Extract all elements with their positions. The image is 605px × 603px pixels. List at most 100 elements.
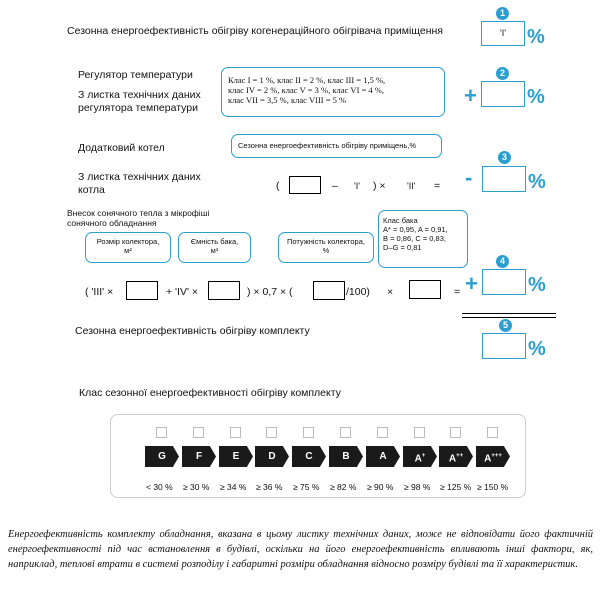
class-arrow-9: A+++: [476, 446, 510, 467]
ref-i-3: 'I': [354, 181, 360, 191]
tank-class-line-2: B = 0,86, C = 0,83,: [383, 234, 446, 243]
class-arrow-1: F: [182, 446, 216, 467]
class-label-4: C: [305, 451, 313, 462]
class-sup-8: ++: [456, 453, 464, 459]
step-1-badge: 1: [496, 7, 509, 20]
formula-open: ( 'III' ×: [85, 286, 114, 298]
class-threshold-4: ≥ 75 %: [293, 482, 320, 492]
formula-div: /100): [346, 286, 370, 298]
minus-op-3: –: [332, 180, 338, 192]
value-box-5[interactable]: [482, 333, 526, 359]
class-checkbox-7[interactable]: [414, 427, 425, 438]
collector-power-line-2: %: [322, 246, 330, 255]
boiler-datasheet-label: З листка технічних даних: [78, 171, 201, 183]
class-label-1: F: [195, 451, 203, 462]
class-arrow-6: A: [366, 446, 400, 467]
collector-size-line-2: м²: [124, 246, 132, 255]
classes-line-3: клас VII = 3,5 %, клас VIII = 5 %: [228, 95, 347, 105]
class-checkbox-9[interactable]: [487, 427, 498, 438]
class-label-9: A: [484, 453, 492, 465]
class-checkbox-4[interactable]: [303, 427, 314, 438]
ref-ii-3: 'II': [407, 181, 416, 191]
step-3-badge: 3: [498, 151, 511, 164]
class-arrow-7: A+: [403, 446, 437, 467]
class-threshold-5: ≥ 82 %: [330, 482, 357, 492]
class-arrow-5: B: [329, 446, 363, 467]
class-threshold-2: ≥ 34 %: [220, 482, 247, 492]
value-box-3[interactable]: [482, 166, 526, 192]
minus-3: -: [465, 165, 473, 190]
class-label-2: E: [232, 451, 240, 462]
percent-4: %: [528, 274, 546, 296]
percent-1: %: [527, 26, 545, 48]
formula-times: ×: [387, 286, 394, 298]
divider-bottom: [462, 317, 556, 318]
boiler-label: котла: [78, 184, 105, 196]
tank-class-line-1: A* = 0,95, A = 0,91,: [383, 225, 448, 234]
package-efficiency-title: Сезонна енергоефективність обігріву комп…: [75, 325, 310, 337]
collector-size-input[interactable]: [126, 281, 158, 300]
close-times-3: ) ×: [373, 180, 386, 192]
tank-class-line-3: D–G = 0,81: [383, 243, 422, 252]
regulator-classes-callout: Клас I = 1 %, клас II = 2 %, клас III = …: [221, 67, 445, 117]
class-label-6: A: [379, 451, 387, 462]
class-threshold-6: ≥ 90 %: [367, 482, 394, 492]
collector-power-input[interactable]: [313, 281, 345, 300]
tank-class-callout: Клас бака A* = 0,95, A = 0,91, B = 0,86,…: [378, 210, 468, 268]
class-arrow-3: D: [255, 446, 289, 467]
collector-power-line-1: Потужність колектора,: [287, 237, 365, 246]
class-checkbox-3[interactable]: [266, 427, 277, 438]
divider-top: [462, 313, 556, 314]
class-arrow-2: E: [219, 446, 253, 467]
equals-3: =: [434, 180, 441, 192]
temp-regulator-label: Регулятор температури: [78, 69, 193, 81]
tank-class-input[interactable]: [409, 280, 441, 299]
value-box-4[interactable]: [482, 269, 526, 295]
step-2-badge: 2: [496, 67, 509, 80]
boiler-efficiency-text: Сезонна енергоефективність обігріву прим…: [238, 141, 417, 150]
formula-equals: =: [454, 286, 461, 298]
tank-volume-line-2: м³: [210, 246, 219, 255]
value-1-label: 'I': [500, 28, 506, 38]
class-checkbox-1[interactable]: [193, 427, 204, 438]
collector-size-line-1: Розмір колектора,: [96, 237, 160, 246]
class-label-5: B: [342, 451, 350, 462]
percent-5: %: [528, 338, 546, 360]
tank-volume-line-1: Ємність бака,: [190, 237, 239, 246]
paren-open-3: (: [276, 180, 280, 192]
aux-boiler-label: Додатковий котел: [78, 142, 165, 154]
from-datasheet-label: З листка технічних даних: [78, 89, 201, 101]
value-box-2[interactable]: [481, 81, 525, 107]
percent-3: %: [528, 171, 546, 193]
boiler-efficiency-input[interactable]: [289, 176, 321, 194]
value-box-1: 'I': [481, 21, 525, 46]
formula-plus-iv: + 'IV' ×: [166, 286, 199, 298]
tank-volume-callout: Ємність бака, м³: [178, 232, 251, 263]
class-label-8: A: [448, 453, 457, 465]
footnote-text: Енергоефективність комплекту обладнання,…: [8, 529, 593, 570]
class-threshold-9: ≥ 150 %: [477, 482, 509, 492]
seasonal-efficiency-title: Сезонна енергоефективність обігріву коге…: [67, 25, 443, 37]
class-threshold-3: ≥ 36 %: [256, 482, 283, 492]
tank-volume-input[interactable]: [208, 281, 240, 300]
class-threshold-8: ≥ 125 %: [440, 482, 472, 492]
class-checkbox-0[interactable]: [156, 427, 167, 438]
efficiency-class-title: Клас сезонної енергоефективності обігрів…: [79, 387, 341, 399]
class-arrow-4: C: [292, 446, 326, 467]
class-threshold-7: ≥ 98 %: [404, 482, 431, 492]
boiler-efficiency-callout: Сезонна енергоефективність обігріву прим…: [231, 134, 442, 158]
class-label-3: D: [268, 451, 276, 462]
regulator-datasheet-label: регулятора температури: [78, 102, 198, 114]
tank-class-title: Клас бака: [383, 216, 418, 225]
class-checkbox-5[interactable]: [340, 427, 351, 438]
classes-line-1: Клас I = 1 %, клас II = 2 %, клас III = …: [228, 75, 386, 85]
class-checkbox-8[interactable]: [450, 427, 461, 438]
class-sup-7: +: [421, 453, 426, 459]
class-threshold-1: ≥ 30 %: [183, 482, 210, 492]
step-5-badge: 5: [499, 319, 512, 332]
percent-2: %: [527, 86, 545, 108]
class-checkbox-2[interactable]: [230, 427, 241, 438]
class-sup-9: +++: [491, 453, 502, 459]
plus-4: +: [465, 271, 478, 296]
class-checkbox-6[interactable]: [377, 427, 388, 438]
